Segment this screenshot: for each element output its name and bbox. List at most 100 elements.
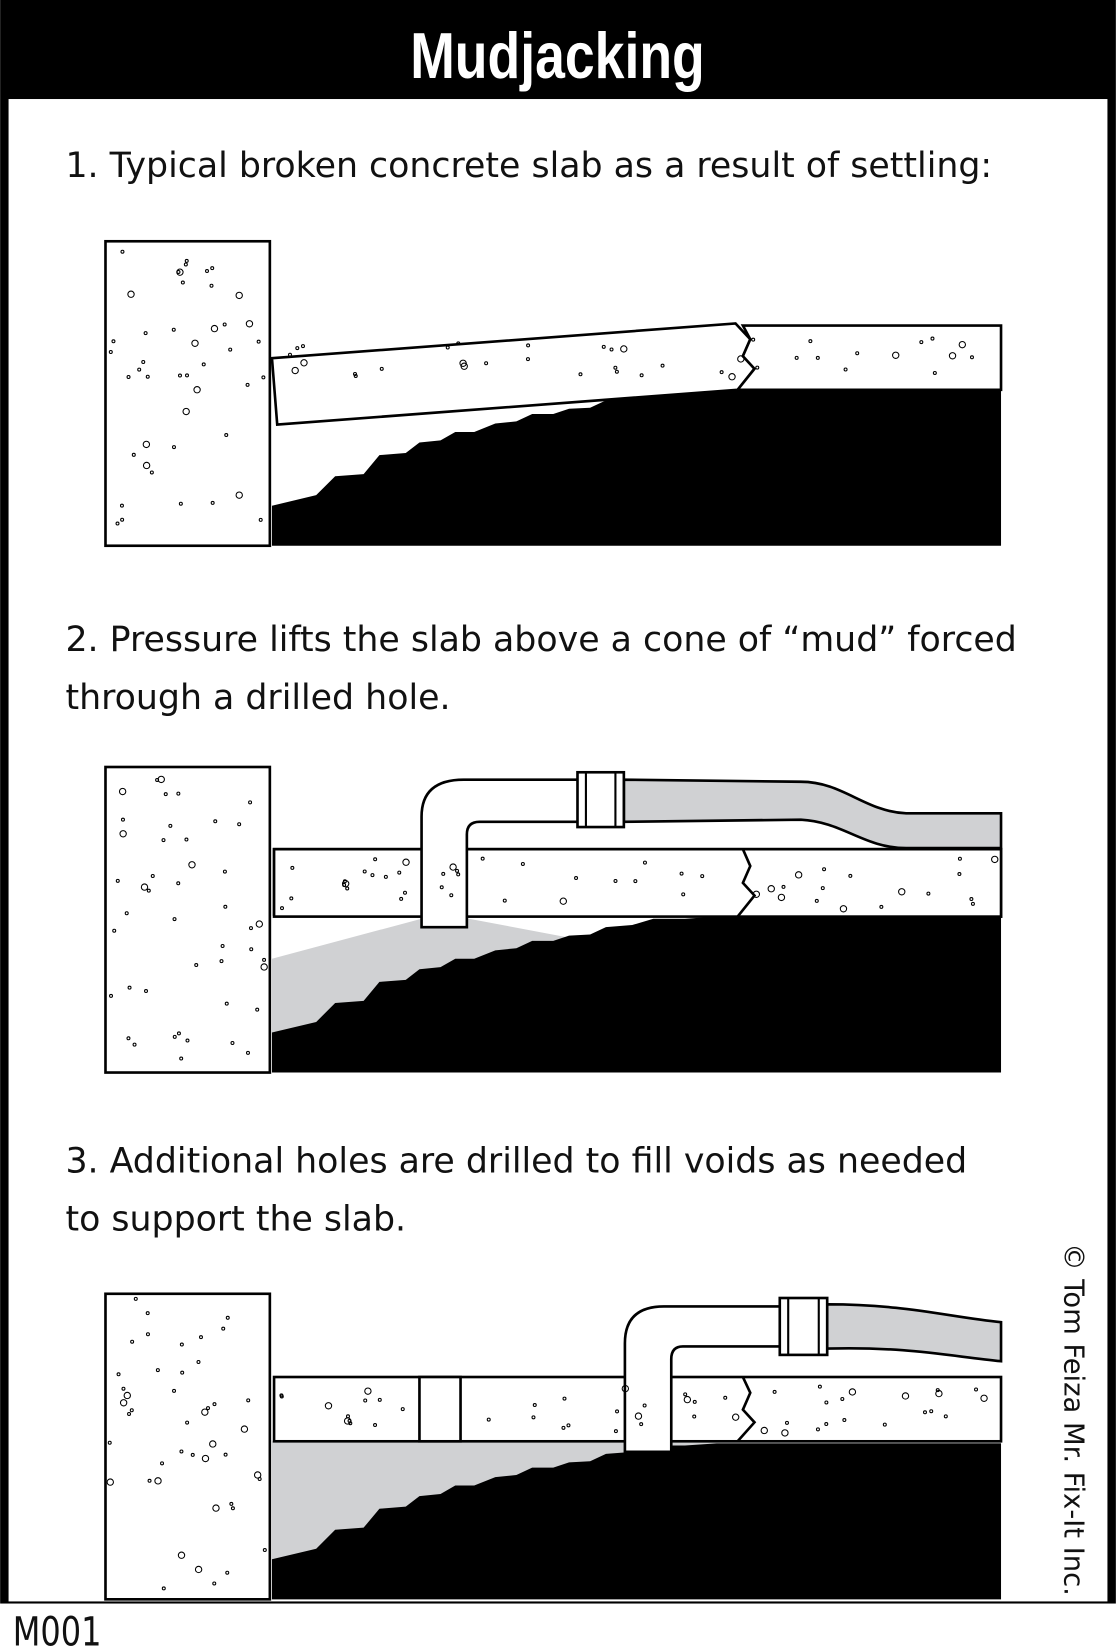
aggregate-dot bbox=[212, 1504, 220, 1512]
aggregate-dot bbox=[219, 959, 224, 964]
aggregate-dot bbox=[449, 863, 457, 871]
aggregate-dot bbox=[794, 355, 799, 360]
aggregate-dot bbox=[240, 1425, 249, 1433]
step-2-caption-line1: 2. Pressure lifts the slab above a cone … bbox=[65, 620, 1016, 660]
aggregate-dot bbox=[692, 1414, 697, 1419]
aggregate-dot bbox=[178, 501, 183, 506]
aggregate-dot bbox=[373, 857, 378, 862]
hose bbox=[825, 1303, 1003, 1363]
aggregate-dot bbox=[613, 878, 618, 883]
aggregate-dot bbox=[820, 886, 825, 891]
aggregate-dot bbox=[781, 1429, 789, 1437]
slab-right bbox=[734, 324, 1003, 392]
aggregate-dot bbox=[901, 1392, 910, 1400]
aggregate-dot bbox=[879, 904, 884, 909]
aggregate-dot bbox=[194, 963, 199, 968]
aggregate-dot bbox=[246, 1398, 251, 1403]
aggregate-dot bbox=[255, 920, 264, 928]
aggregate-dot bbox=[683, 1395, 692, 1404]
aggregate-dot bbox=[526, 343, 531, 348]
aggregate-dot bbox=[613, 365, 618, 370]
aggregate-dot bbox=[196, 1359, 201, 1364]
aggregate-dot bbox=[970, 901, 975, 906]
aggregate-dot bbox=[808, 339, 813, 344]
aggregate-dot bbox=[679, 871, 684, 876]
aggregate-dot bbox=[815, 355, 820, 360]
aggregate-dot bbox=[948, 352, 957, 360]
foundation-wall bbox=[104, 765, 272, 1074]
aggregate-dot bbox=[131, 452, 136, 457]
aggregate-dot bbox=[752, 890, 761, 898]
aggregate-dot bbox=[620, 345, 628, 353]
aggregate-dot bbox=[439, 885, 444, 890]
aggregate-dot bbox=[486, 1417, 491, 1422]
aggregate-dot bbox=[245, 382, 250, 387]
aggregate-dot bbox=[129, 1408, 134, 1413]
aggregate-dot bbox=[402, 890, 407, 895]
aggregate-dot bbox=[256, 339, 261, 344]
aggregate-dot bbox=[383, 874, 388, 879]
aggregate-dot bbox=[116, 1372, 121, 1377]
aggregate-dot bbox=[373, 1423, 378, 1428]
aggregate-dot bbox=[260, 963, 268, 971]
aggregate-dot bbox=[760, 1426, 768, 1435]
aggregate-dot bbox=[237, 822, 242, 827]
step-2-caption-line2: through a drilled hole. bbox=[65, 678, 450, 718]
aggregate-dot bbox=[179, 1449, 184, 1454]
foundation-wall bbox=[104, 239, 272, 548]
aggregate-dot bbox=[892, 351, 900, 359]
aggregate-dot bbox=[108, 349, 113, 355]
aggregate-dot bbox=[183, 262, 188, 267]
aggregate-dot bbox=[723, 1395, 728, 1400]
aggregate-dot bbox=[171, 445, 176, 450]
aggregate-dot bbox=[922, 1410, 927, 1415]
aggregate-dot bbox=[957, 856, 962, 861]
aggregate-dot bbox=[161, 838, 166, 843]
aggregate-dot bbox=[172, 1388, 177, 1393]
aggregate-dot bbox=[130, 1339, 135, 1344]
aggregate-dot bbox=[932, 370, 937, 375]
aggregate-dot bbox=[882, 1422, 887, 1427]
aggregate-dot bbox=[559, 897, 567, 905]
aggregate-dot bbox=[755, 365, 760, 370]
step-3-caption-line2: to support the slab. bbox=[65, 1200, 406, 1240]
aggregate-dot bbox=[201, 1408, 209, 1416]
aggregate-dot bbox=[700, 874, 705, 879]
aggregate-dot bbox=[974, 1387, 979, 1392]
aggregate-dot bbox=[364, 1387, 372, 1395]
aggregate-dot bbox=[201, 362, 206, 367]
aggregate-dot bbox=[249, 947, 254, 952]
aggregate-dot bbox=[248, 926, 253, 931]
soil bbox=[271, 916, 1002, 1073]
aggregate-dot bbox=[172, 1034, 177, 1039]
aggregate-dot bbox=[119, 830, 127, 838]
aggregate-dot bbox=[848, 873, 853, 878]
aggregate-dot bbox=[185, 1420, 190, 1425]
aggregate-dot bbox=[230, 1040, 235, 1046]
aggregate-dot bbox=[206, 1406, 211, 1411]
aggregate-dot bbox=[210, 266, 215, 271]
aggregate-dot bbox=[255, 1007, 260, 1012]
aggregate-dot bbox=[613, 1429, 618, 1434]
aggregate-dot bbox=[163, 792, 168, 797]
aggregate-dot bbox=[379, 366, 384, 371]
aggregate-dot bbox=[848, 1388, 857, 1396]
aggregate-dot bbox=[262, 957, 267, 962]
aggregate-dot bbox=[352, 371, 358, 376]
aggregate-dot bbox=[245, 1050, 250, 1055]
aggregate-dot bbox=[124, 911, 129, 916]
aggregate-dot bbox=[262, 1548, 267, 1553]
aggregate-dot bbox=[198, 1335, 203, 1340]
aggregate-dot bbox=[112, 928, 117, 933]
aggregate-dot bbox=[561, 1425, 566, 1430]
aggregate-dot bbox=[144, 989, 149, 994]
aggregate-dot bbox=[127, 985, 132, 990]
aggregate-dot bbox=[784, 1420, 789, 1425]
aggregate-dot bbox=[291, 366, 299, 375]
aggregate-dot bbox=[120, 249, 125, 254]
aggregate-dot bbox=[209, 283, 214, 288]
aggregate-dot bbox=[127, 1411, 132, 1416]
aggregate-dot bbox=[279, 1394, 284, 1399]
aggregate-dot bbox=[119, 503, 124, 508]
aggregate-dot bbox=[562, 1396, 567, 1401]
